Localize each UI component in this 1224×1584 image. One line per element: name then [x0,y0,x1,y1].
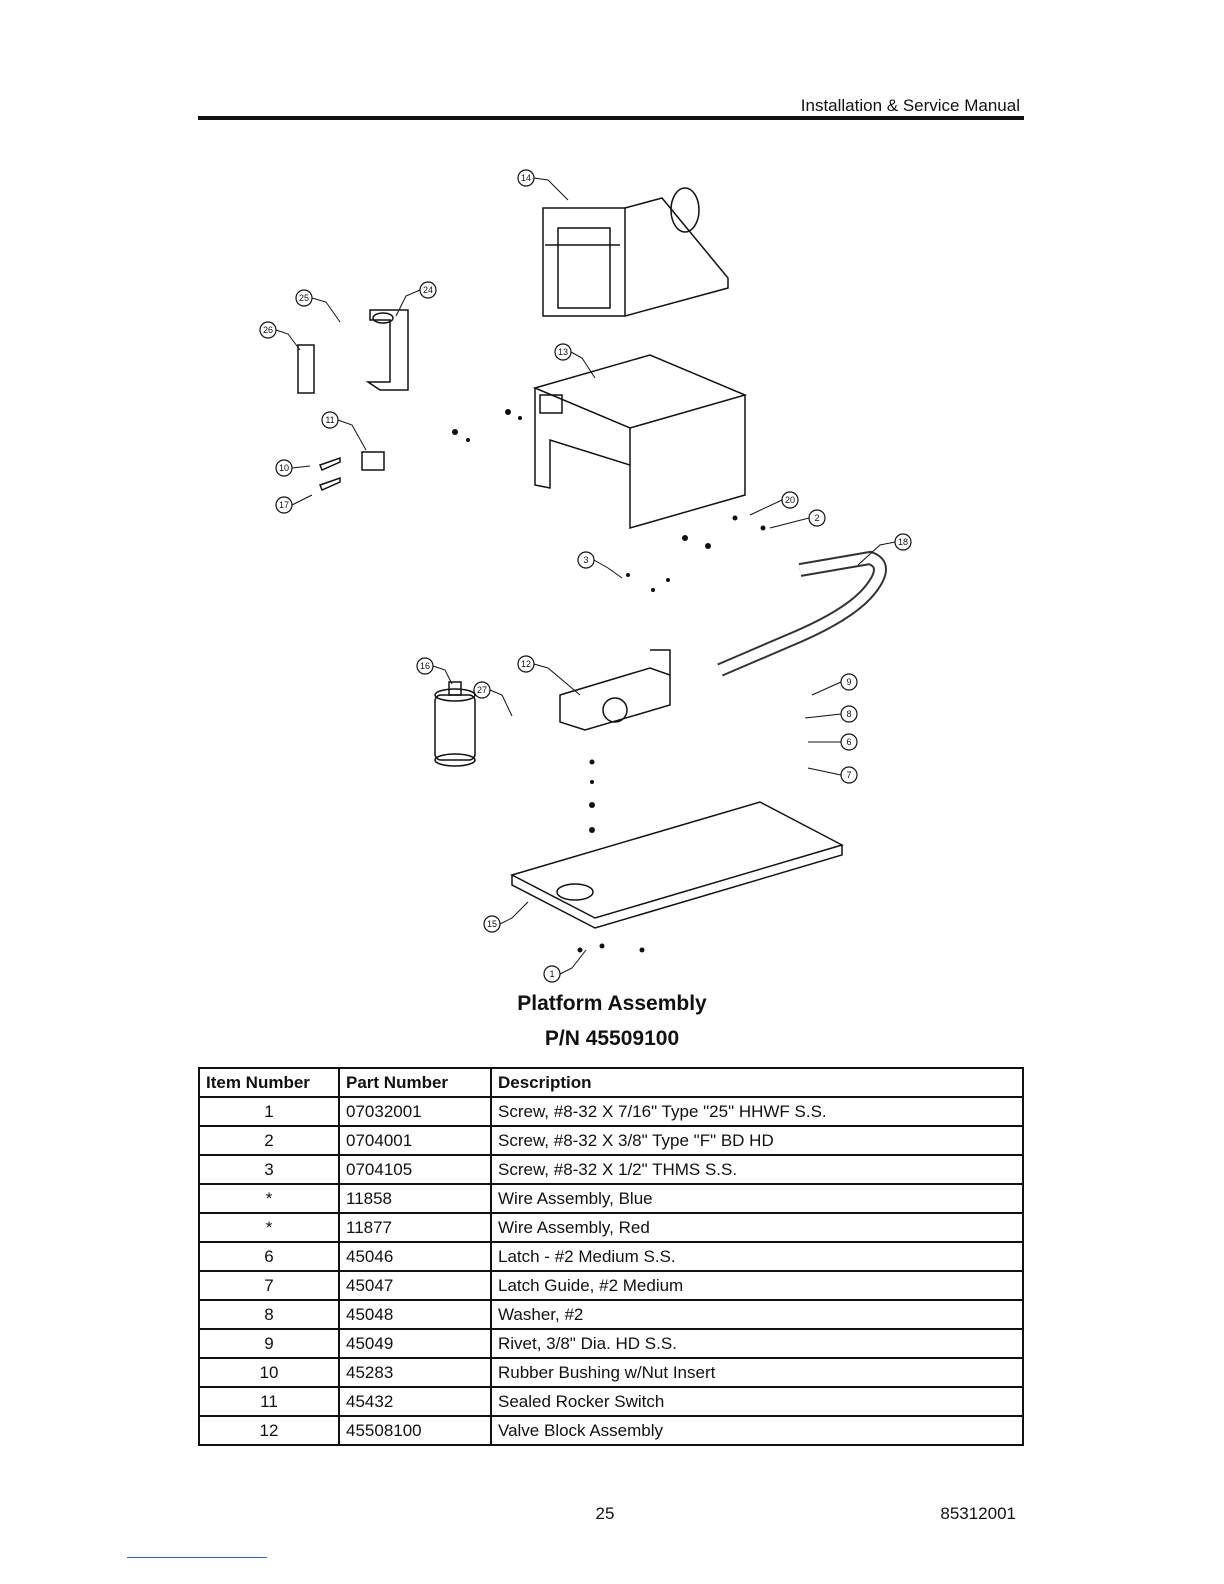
callout-label: 20 [785,495,795,505]
item-number: 12 [198,1415,340,1446]
callout-label: 17 [279,500,289,510]
description: Sealed Rocker Switch [490,1386,1024,1417]
description: Screw, #8-32 X 3/8" Type "F" BD HD [490,1125,1024,1156]
part-number: 07032001 [338,1096,492,1127]
description: Wire Assembly, Blue [490,1183,1024,1214]
callout-label: 26 [263,325,273,335]
base-platform-drawing [509,801,844,929]
callout-label: 7 [846,770,851,780]
header-item-number: Item Number [198,1067,340,1098]
part-number: 45283 [338,1357,492,1388]
description: Rivet, 3/8" Dia. HD S.S. [490,1328,1024,1359]
header-description: Description [490,1067,1024,1098]
callout-label: 3 [583,555,588,565]
description: Latch - #2 Medium S.S. [490,1241,1024,1272]
page-number: 25 [595,1504,615,1523]
item-number: 2 [198,1125,340,1156]
item-number: * [198,1212,340,1243]
switch-drawing [361,451,385,471]
callout-label: 8 [846,709,851,719]
figure-title: Platform Assembly [517,992,707,1015]
callout-label: 10 [279,463,289,473]
callout-label: 25 [299,293,309,303]
item-number: * [198,1183,340,1214]
item-number: 1 [198,1096,340,1127]
part-number: 45048 [338,1299,492,1330]
part-number: 0704105 [338,1154,492,1185]
callout-label: 6 [846,737,851,747]
description: Valve Block Assembly [490,1415,1024,1446]
item-number: 11 [198,1386,340,1417]
item-number: 9 [198,1328,340,1359]
part-number: 45432 [338,1386,492,1417]
table-header-row: Item Number Part Number Description [198,1067,1024,1098]
callout-label: 14 [521,173,531,183]
callout-label: 9 [846,677,851,687]
part-number: 0704001 [338,1125,492,1156]
valve-block-drawing [559,649,671,731]
callout-label: 13 [558,347,568,357]
callout-label: 2 [814,513,819,523]
description: Latch Guide, #2 Medium [490,1270,1024,1301]
part-number: 11858 [338,1183,492,1214]
part-number: 11877 [338,1212,492,1243]
header-part-number: Part Number [338,1067,492,1098]
manual-title: Installation & Service Manual [800,96,1020,115]
callout-label: 11 [325,415,334,425]
item-number: 8 [198,1299,340,1330]
description: Washer, #2 [490,1299,1024,1330]
callout-label: 27 [477,685,487,695]
item-number: 6 [198,1241,340,1272]
solenoid-valve-drawing [434,681,476,767]
exploded-assembly-diagram: 14 25 24 26 11 10 17 13 20 2 18 3 16 12 … [259,169,912,983]
bottom-rule [127,1557,267,1558]
bracket-drawing [365,309,409,391]
hose-drawing [717,550,887,677]
description: Screw, #8-32 X 1/2" THMS S.S. [490,1154,1024,1185]
figure-part-number: P/N 45509100 [544,1027,680,1050]
plate-drawing [297,344,315,394]
document-number: 85312001 [940,1504,1016,1523]
header-rule [198,116,1024,120]
description: Wire Assembly, Red [490,1212,1024,1243]
pump-motor-drawing [542,187,729,317]
callout-label: 15 [487,919,497,929]
item-number: 7 [198,1270,340,1301]
part-number: 45046 [338,1241,492,1272]
description: Screw, #8-32 X 7/16" Type "25" HHWF S.S. [490,1096,1024,1127]
callout-label: 1 [549,969,554,979]
part-number: 45508100 [338,1415,492,1446]
callout-label: 24 [423,285,433,295]
part-number: 45047 [338,1270,492,1301]
part-number: 45049 [338,1328,492,1359]
description: Rubber Bushing w/Nut Insert [490,1357,1024,1388]
cover-box-drawing [532,354,748,529]
callout-label: 18 [898,537,908,547]
callout-label: 16 [420,661,430,671]
callout-label: 12 [521,659,531,669]
item-number: 10 [198,1357,340,1388]
item-number: 3 [198,1154,340,1185]
